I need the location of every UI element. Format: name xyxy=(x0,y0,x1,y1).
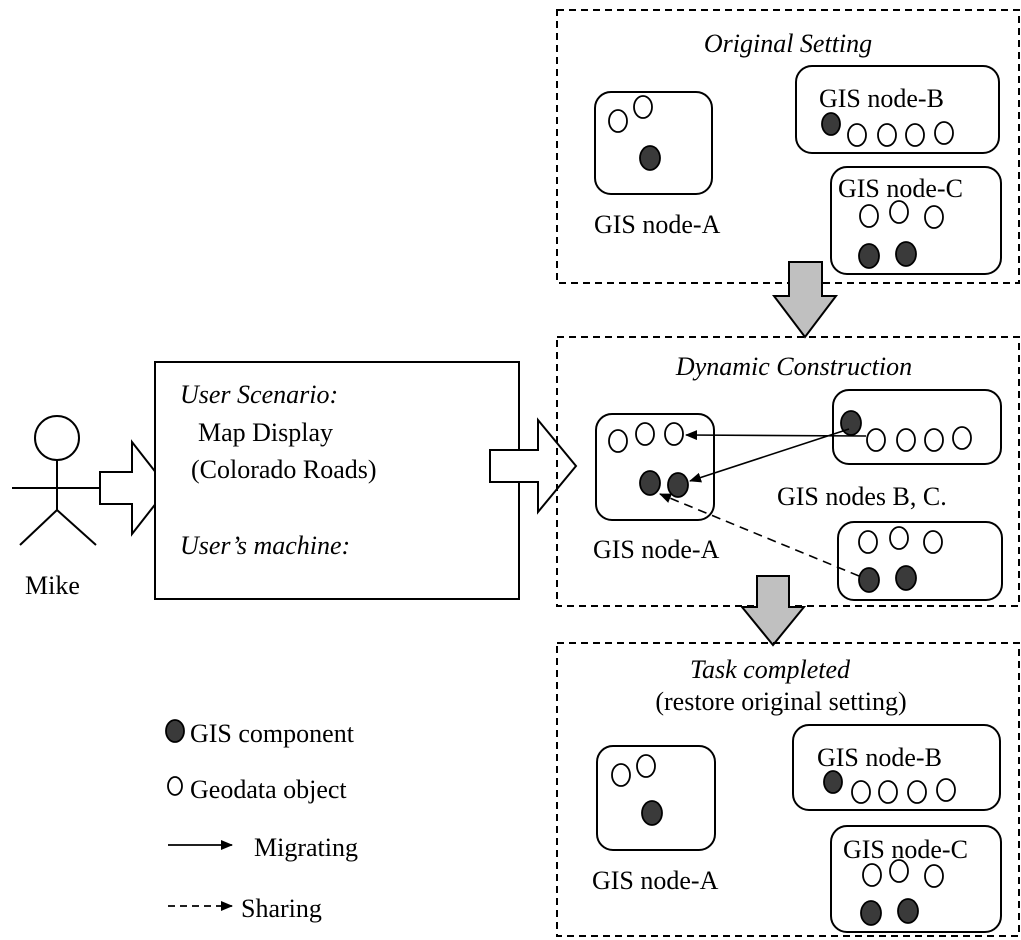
gis-component-icon xyxy=(895,565,917,591)
actor-stick-figure xyxy=(12,415,102,546)
geodata-object-icon xyxy=(862,863,882,887)
legend-geodata-object-label: Geodata object xyxy=(190,775,347,804)
geodata-object-icon xyxy=(924,205,944,229)
original-node-c-label: GIS node-C xyxy=(838,174,963,203)
geodata-object-icon xyxy=(877,123,897,147)
original-node-b-label: GIS node-B xyxy=(819,84,944,113)
geodata-object-icon xyxy=(924,864,944,888)
geodata-object-icon xyxy=(664,422,684,446)
scenario-label: User Scenario: xyxy=(180,380,338,409)
legend: GIS component Geodata object Migrating S… xyxy=(165,719,358,923)
geodata-object-icon xyxy=(611,763,631,787)
geodata-object-icon xyxy=(636,754,656,778)
geodata-object-icon xyxy=(896,428,916,452)
geodata-object-icon xyxy=(934,121,954,145)
geodata-object-icon xyxy=(936,778,956,802)
geodata-object-icon xyxy=(889,859,909,883)
dynamic-node-a xyxy=(595,413,715,521)
task-completed-title: Task completed xyxy=(690,655,851,684)
scenario-line-1: Map Display xyxy=(198,418,333,447)
gis-component-icon xyxy=(897,898,919,924)
original-node-a-label: GIS node-A xyxy=(594,210,721,239)
geodata-object-icon xyxy=(859,204,879,228)
user-to-scenario-arrow xyxy=(99,439,170,537)
geodata-object-icon xyxy=(633,95,653,119)
geodata-object-icon xyxy=(878,780,898,804)
gis-component-icon xyxy=(667,472,689,498)
geodata-object-icon xyxy=(858,530,878,554)
geodata-object-icon xyxy=(635,422,655,446)
legend-geodata-object-icon xyxy=(167,776,183,796)
gis-component-icon xyxy=(639,470,661,496)
legend-gis-component-icon xyxy=(165,719,185,743)
gis-component-icon xyxy=(821,112,841,136)
gis-component-icon xyxy=(895,241,917,267)
completed-node-a-label: GIS node-A xyxy=(592,866,719,895)
completed-node-b-label: GIS node-B xyxy=(817,743,942,772)
geodata-object-icon xyxy=(847,123,867,147)
legend-sharing-label: Sharing xyxy=(241,894,322,923)
migrating-arrow-geodata xyxy=(685,430,867,441)
dynamic-construction-title: Dynamic Construction xyxy=(675,352,912,381)
original-node-a xyxy=(594,91,713,195)
gis-component-icon xyxy=(840,410,862,436)
dynamic-to-completed-arrow xyxy=(739,575,807,647)
task-completed-panel xyxy=(556,642,1020,937)
gis-component-icon xyxy=(641,800,663,826)
sharing-arrow xyxy=(659,493,860,577)
geodata-object-icon xyxy=(608,429,628,453)
completed-node-a xyxy=(596,745,716,851)
geodata-object-icon xyxy=(851,780,871,804)
user-machine-box xyxy=(154,361,520,600)
migrating-arrow-component xyxy=(689,428,850,483)
geodata-object-icon xyxy=(923,530,943,554)
gis-component-icon xyxy=(639,145,661,171)
scenario-line-2: (Colorado Roads) xyxy=(191,455,377,484)
geodata-object-icon xyxy=(907,780,927,804)
actor-name: Mike xyxy=(25,571,80,600)
geodata-object-icon xyxy=(889,200,909,224)
geodata-object-icon xyxy=(952,426,972,450)
dynamic-node-a-label: GIS node-A xyxy=(593,535,720,564)
geodata-object-icon xyxy=(866,428,886,452)
legend-gis-component-label: GIS component xyxy=(190,719,355,748)
gis-component-icon xyxy=(858,243,880,269)
completed-node-c-label: GIS node-C xyxy=(843,835,968,864)
task-completed-subtitle: (restore original setting) xyxy=(655,687,906,716)
gis-component-icon xyxy=(823,770,843,794)
dynamic-nodes-bc-label: GIS nodes B, C. xyxy=(777,482,947,511)
gis-component-icon xyxy=(858,567,880,593)
original-setting-title: Original Setting xyxy=(704,29,872,58)
geodata-object-icon xyxy=(905,123,925,147)
geodata-object-icon xyxy=(889,526,909,550)
legend-migrating-label: Migrating xyxy=(254,833,358,862)
geodata-object-icon xyxy=(608,109,628,133)
gis-component-icon xyxy=(860,900,882,926)
geodata-object-icon xyxy=(924,428,944,452)
original-to-dynamic-arrow xyxy=(771,261,839,339)
machine-label: User’s machine: xyxy=(180,531,350,560)
